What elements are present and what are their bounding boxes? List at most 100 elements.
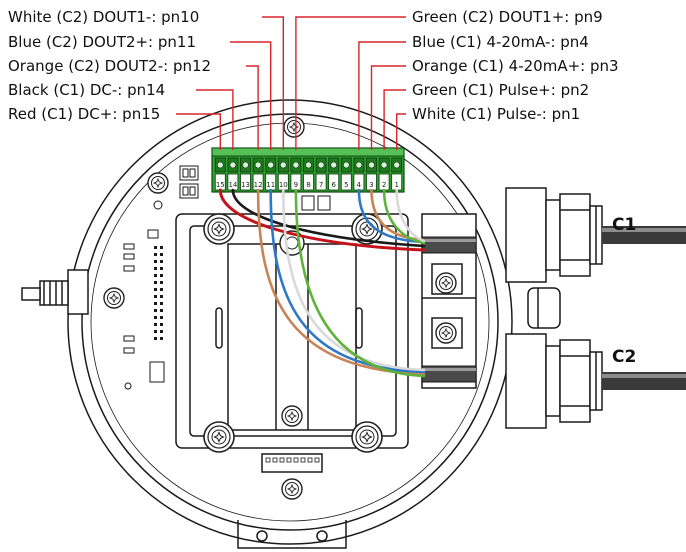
pin [272, 457, 278, 463]
bottom-connector [261, 453, 323, 473]
cable-sheath-c1 [421, 236, 477, 254]
pin [160, 260, 163, 263]
leader-white-c1 [396, 113, 406, 150]
two-pin-header-b [179, 183, 199, 199]
terminal-number: 8 [306, 181, 310, 189]
terminal-cell [277, 157, 289, 191]
terminal-number: 11 [266, 181, 275, 189]
terminal-number: 2 [382, 181, 386, 189]
leader-red-c1 [176, 113, 222, 150]
pin [154, 309, 157, 312]
inner-enclosure [175, 213, 409, 473]
torx-screw-icon [351, 421, 383, 453]
pin [293, 457, 299, 463]
pin [154, 260, 157, 263]
terminal-cell [252, 157, 264, 191]
leader-black-c1 [196, 89, 234, 150]
torx-screw-icon [435, 322, 457, 344]
pin [160, 295, 163, 298]
leader-lines [176, 16, 406, 150]
terminal-cell [340, 157, 352, 191]
pin [154, 295, 157, 298]
pin [160, 330, 163, 333]
torx-screw-icon [203, 421, 235, 453]
terminal-number: 10 [279, 181, 288, 189]
pin [160, 288, 163, 291]
torx-screw-icon [283, 116, 305, 138]
label-white-c2-dout1-minus: White (C2) DOUT1-: pn10 [8, 8, 199, 26]
label-red-c1-dc-plus: Red (C1) DC+: pn15 [8, 105, 160, 123]
terminal-block [211, 147, 405, 193]
label-orange-c2-dout2-minus: Orange (C2) DOUT2-: pn12 [8, 57, 211, 75]
labels-right: Green (C2) DOUT1+: pn9 Blue (C1) 4-20mA-… [412, 8, 619, 123]
pin [160, 281, 163, 284]
wire-white-c1-pulse-minus [395, 188, 426, 243]
pin [154, 246, 157, 249]
pin [160, 274, 163, 277]
bottom-connector-pins [265, 457, 320, 463]
cable-label-c2: C2 [612, 347, 636, 367]
housing-inner-ring [81, 113, 499, 531]
label-green-c2-dout1-plus: Green (C2) DOUT1+: pn9 [412, 8, 603, 26]
leader-blue-c1 [358, 41, 406, 150]
terminal-cell [240, 157, 251, 191]
leader-green-c1 [383, 89, 406, 150]
terminal-number: 4 [357, 181, 362, 189]
pin [160, 302, 163, 305]
terminal-number: 5 [344, 181, 348, 189]
pin [160, 316, 163, 319]
label-blue-c2-dout2-plus: Blue (C2) DOUT2+: pn11 [8, 33, 196, 51]
leader-white-c2 [262, 16, 284, 150]
cable-c1-outer [602, 226, 686, 244]
labels-left: White (C2) DOUT1-: pn10 Blue (C2) DOUT2+… [8, 8, 211, 123]
wire-green-c1-pulse-plus [382, 188, 426, 245]
terminal-cell [227, 157, 239, 191]
torx-screw-icon [281, 405, 303, 427]
wire-green-c2-dout1-plus [294, 188, 426, 378]
pin [160, 253, 163, 256]
label-white-c1-pulse-minus: White (C1) Pulse-: pn1 [412, 105, 580, 123]
pin [154, 274, 157, 277]
pin [279, 457, 285, 463]
pin [160, 323, 163, 326]
terminal-number: 9 [294, 181, 298, 189]
left-connector [21, 269, 89, 315]
pin [265, 457, 271, 463]
center-plug [527, 287, 561, 329]
leader-green-c2 [295, 16, 406, 150]
torx-screw-icon [435, 272, 457, 294]
torx-screw-icon [203, 213, 235, 245]
terminal-number: 6 [331, 181, 336, 189]
pin [154, 316, 157, 319]
terminal-number: 12 [254, 181, 263, 189]
label-blue-c1-4-20ma-minus: Blue (C1) 4-20mA-: pn4 [412, 33, 589, 51]
cable-label-c1: C1 [612, 215, 636, 235]
terminal-cell [303, 157, 314, 191]
wire-orange-c2-dout2-minus [256, 188, 426, 376]
pin [154, 288, 157, 291]
cable-gland-c1 [505, 187, 603, 283]
wire-red-c1-dc-plus [218, 188, 426, 252]
terminal-number: 7 [319, 181, 323, 189]
wire-black-c1-dc-minus [231, 188, 426, 248]
terminal-cell [315, 157, 327, 191]
pin [314, 457, 320, 463]
wire-white-c2-dout1-minus [282, 188, 426, 372]
pin [154, 253, 157, 256]
cable-gland-c2 [505, 333, 603, 429]
leader-orange-c2 [246, 65, 259, 150]
terminal-cell [366, 157, 377, 191]
pin [154, 281, 157, 284]
wires [218, 188, 426, 378]
label-green-c1-pulse-plus: Green (C1) Pulse+: pn2 [412, 81, 589, 99]
cable-sheath-c2 [421, 365, 477, 383]
terminal-number: 13 [241, 181, 250, 189]
pin [286, 457, 292, 463]
pin [154, 302, 157, 305]
terminal-number: 3 [369, 181, 373, 189]
pin [307, 457, 313, 463]
bottom-mount-tab [237, 520, 347, 549]
terminal-cell [328, 157, 340, 191]
